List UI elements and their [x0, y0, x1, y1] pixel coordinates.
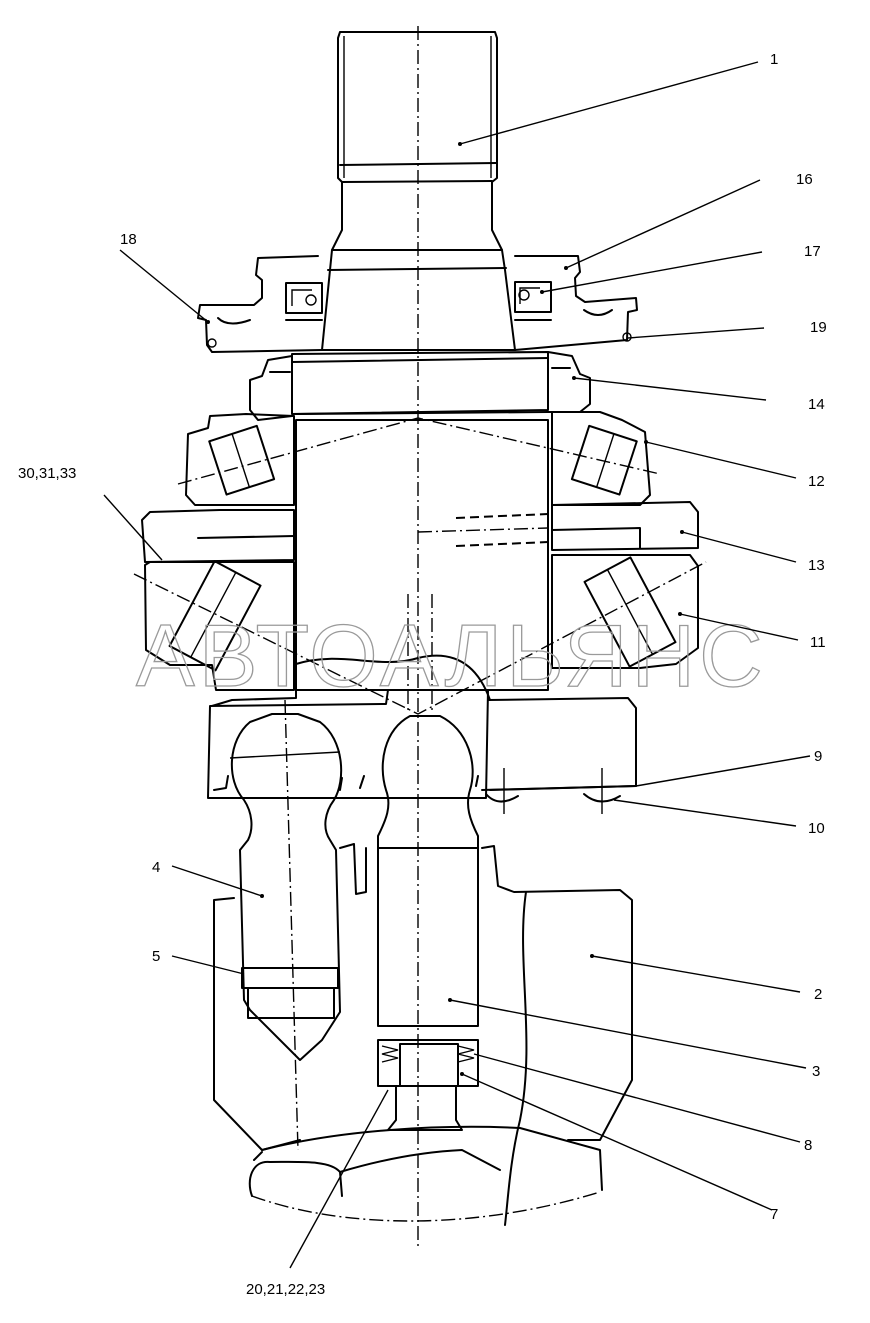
callout-9: 9: [814, 748, 822, 765]
callout-12: 12: [808, 473, 825, 490]
part-swash-plate: [248, 1125, 603, 1222]
callout-3: 3: [812, 1063, 820, 1080]
part-bearing-sleeve: [249, 351, 591, 421]
part-pistons: [229, 713, 479, 1131]
callout-13: 13: [808, 557, 825, 574]
callout-labels: 1 16 18 17 19 14 12 30,31,33 13 11 9 10 …: [18, 51, 827, 1298]
callout-19: 19: [810, 319, 827, 336]
callout-11: 11: [810, 634, 826, 651]
callout-18: 18: [120, 231, 137, 248]
centerlines: [284, 26, 433, 1250]
part-spacer-ring: [141, 501, 699, 563]
part-upper-bearings: [185, 411, 651, 506]
callout-8: 8: [804, 1137, 812, 1154]
part-shaft: [331, 31, 503, 251]
callout-20-21-22-23: 20,21,22,23: [246, 1281, 325, 1298]
callout-1: 1: [770, 51, 778, 68]
part-retainer-plate: [207, 689, 637, 814]
part-flange-housing: [197, 249, 638, 353]
callout-2: 2: [814, 986, 822, 1003]
part-cylinder-block: [213, 843, 633, 1226]
callout-4: 4: [152, 859, 160, 876]
callout-30-31-33: 30,31,33: [18, 465, 76, 482]
callout-17: 17: [804, 243, 821, 260]
callout-leaders: [103, 61, 811, 1269]
part-lower-bearings: [144, 554, 699, 691]
watermark: АВТОАЛЬЯНС: [136, 606, 767, 705]
part-main-body: [295, 411, 549, 691]
callout-10: 10: [808, 820, 825, 837]
callout-14: 14: [808, 396, 825, 413]
callout-16: 16: [796, 171, 813, 188]
callout-7: 7: [770, 1206, 778, 1223]
callout-5: 5: [152, 948, 160, 965]
